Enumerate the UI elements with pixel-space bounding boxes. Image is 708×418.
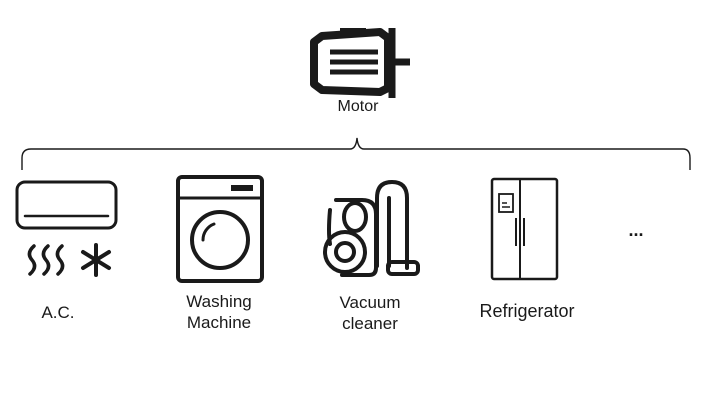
- motor-icon: [310, 28, 410, 98]
- vacuum-cleaner-label-line1: Vacuum: [339, 293, 401, 312]
- ac-label: A.C.: [41, 303, 75, 322]
- more-appliances-ellipsis: ...: [628, 220, 644, 240]
- washing-machine-icon: [176, 175, 264, 283]
- refrigerator-label: Refrigerator: [479, 301, 575, 321]
- air-conditioner-icon: [15, 180, 118, 277]
- washing-machine-label: Washing Machine: [164, 291, 274, 333]
- vacuum-cleaner-icon: [323, 180, 420, 277]
- vacuum-cleaner-label: Vacuum cleaner: [318, 292, 422, 334]
- washing-machine-label-line2: Machine: [186, 313, 252, 332]
- vacuum-cleaner-label-line2: cleaner: [342, 314, 398, 333]
- hierarchy-bracket: [21, 137, 691, 170]
- refrigerator-icon: [490, 177, 559, 281]
- motor-label: Motor: [337, 98, 379, 115]
- washing-machine-label-line1: Washing: [186, 292, 252, 311]
